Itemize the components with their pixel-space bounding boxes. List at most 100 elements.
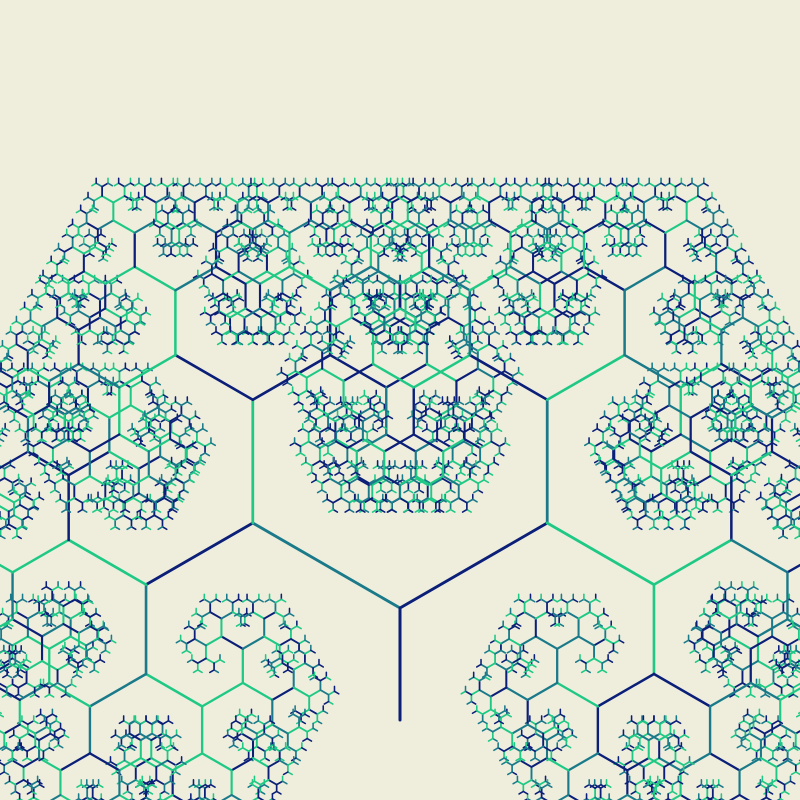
branch-segment [123,341,130,346]
branch-segment [384,498,393,504]
branch-segment [139,783,148,789]
branch-segment [141,367,149,373]
branch-segment [38,496,45,501]
branch-segment [139,320,146,325]
branch-segment [499,182,508,188]
branch-segment [350,413,364,423]
branch-segment [323,401,331,407]
branch-segment [427,438,434,443]
branch-segment [335,438,342,443]
branch-segment [130,515,139,521]
branch-segment [78,645,88,652]
branch-segment [172,506,179,511]
branch-segment [114,514,125,521]
branch-segment [551,209,560,215]
branch-segment [156,746,163,751]
branch-segment [434,394,441,399]
branch-segment [391,241,402,248]
branch-segment [443,498,452,504]
branch-segment [49,293,56,298]
branch-segment [146,498,153,503]
branch-segment [377,306,386,312]
branch-segment [108,515,117,521]
branch-segment [488,219,512,234]
branch-segment [46,622,53,627]
branch-segment [460,253,467,258]
branch-segment [118,756,142,772]
branch-segment [166,221,181,231]
branch-segment [48,747,55,752]
branch-segment [275,780,284,786]
branch-segment [350,464,359,471]
branch-segment [237,270,262,285]
branch-segment [362,279,370,285]
branch-segment [84,233,90,238]
branch-segment [151,719,159,726]
branch-segment [51,438,70,450]
branch-segment [304,639,311,644]
branch-segment [468,265,512,292]
branch-segment [224,310,235,317]
branch-segment [169,734,178,740]
branch-segment [132,475,150,487]
branch-segment [230,756,255,772]
branch-segment [464,306,470,311]
branch-segment [361,196,368,201]
branch-segment [131,744,137,749]
branch-segment [52,460,62,467]
branch-segment [327,182,334,187]
branch-segment [222,297,229,302]
branch-segment [503,357,512,363]
branch-segment [74,407,85,414]
branch-segment [42,274,50,280]
branch-segment [14,790,21,795]
branch-segment [186,242,195,248]
branch-segment [0,649,5,654]
branch-segment [264,598,271,603]
branch-segment [92,341,99,346]
branch-segment [336,355,343,360]
branch-segment [285,310,296,317]
branch-segment [211,260,219,266]
branch-segment [25,658,32,663]
branch-segment [174,265,218,292]
branch-segment [484,233,491,238]
branch-segment [139,311,147,317]
branch-segment [142,418,150,424]
branch-segment [285,311,292,316]
branch-segment [11,746,20,753]
branch-segment [21,330,28,335]
branch-segment [63,426,74,434]
branch-segment [309,415,317,421]
branch-segment [131,310,142,317]
branch-segment [278,657,289,665]
branch-segment [77,362,121,389]
branch-segment [77,233,84,238]
branch-segment [293,761,299,766]
branch-segment [0,612,4,616]
branch-segment [312,727,319,732]
branch-segment [205,657,215,665]
branch-segment [446,401,455,407]
branch-segment [488,343,499,350]
branch-segment [230,304,237,309]
branch-segment [116,744,123,749]
branch-segment [40,440,54,450]
branch-segment [406,341,413,346]
branch-segment [511,371,520,377]
branch-segment [212,798,218,800]
branch-segment [322,330,329,335]
branch-segment [292,273,303,280]
branch-segment [70,330,77,335]
branch-segment [163,780,172,786]
branch-segment [11,757,18,762]
branch-segment [341,428,348,433]
branch-segment [292,713,300,719]
branch-segment [149,182,156,187]
branch-segment [372,279,379,284]
branch-segment [284,625,292,631]
branch-segment [205,321,212,326]
branch-segment [194,469,201,474]
branch-segment [53,744,60,749]
branch-segment [44,693,51,698]
